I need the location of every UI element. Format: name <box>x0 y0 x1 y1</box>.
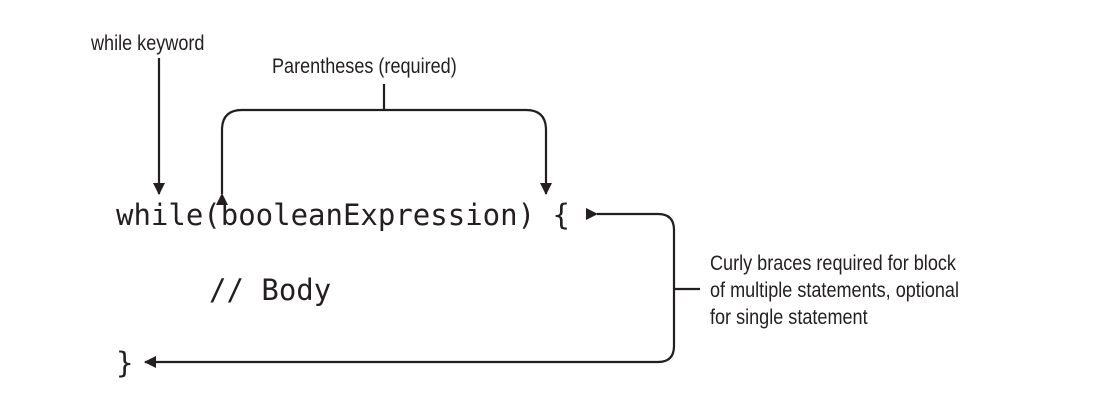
curly-braces-label-line: Curly braces required for block <box>710 252 956 275</box>
while-keyword-label: while keyword <box>91 32 205 55</box>
parentheses-bracket <box>216 108 552 205</box>
closing-brace: } <box>116 346 134 380</box>
curly-braces-connector <box>144 208 676 368</box>
curly-braces-label-line: of multiple statements, optional <box>710 279 959 302</box>
parentheses-label: Parentheses (required) <box>272 55 457 78</box>
curly-braces-label: Curly braces required for block of multi… <box>710 250 959 331</box>
curly-braces-label-line: for single statement <box>710 306 868 329</box>
